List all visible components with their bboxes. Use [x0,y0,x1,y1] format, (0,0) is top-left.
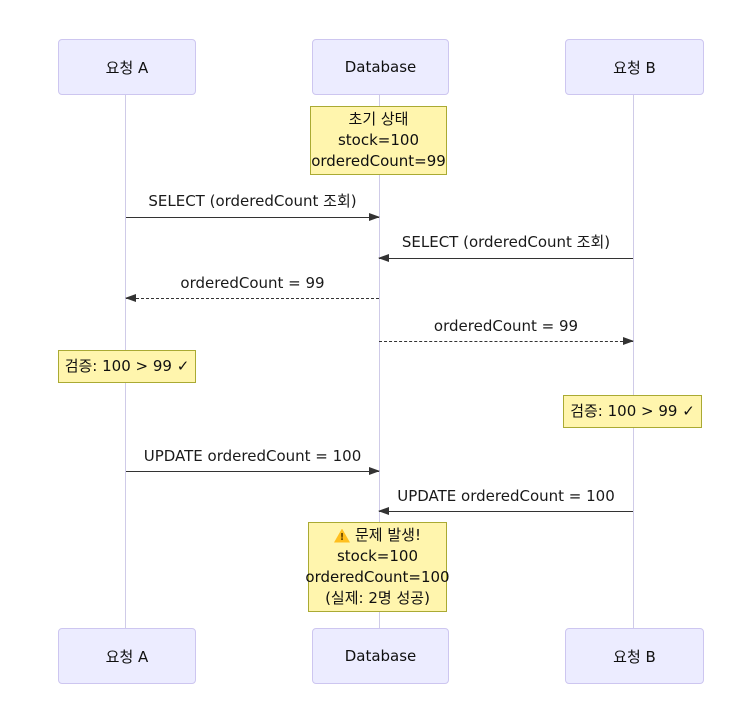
arrowhead-right-icon [369,212,380,221]
arrowhead-left-icon [125,293,136,302]
note-line: 검증: 100 > 99 ✓ [570,402,695,420]
actor-label: 요청 B [613,647,656,666]
message-line [379,341,633,342]
actor-label: 요청 A [105,647,149,666]
message-line [126,471,379,472]
note-problem: 문제 발생! stock=100 orderedCount=100 (실제: 2… [305,522,450,612]
warning-icon [334,528,350,543]
note-initial-state: 초기 상태 stock=100 orderedCount=99 [310,106,447,175]
actor-label: Database [344,647,417,665]
note-title: 문제 발생! [355,526,421,544]
note-line: (실제: 2명 성공) [325,589,430,607]
message-label: SELECT (orderedCount 조회) [401,233,611,251]
note-line: orderedCount=100 [305,568,450,586]
arrowhead-left-icon [378,253,389,262]
message-label: SELECT (orderedCount 조회) [148,192,357,210]
message-line [379,258,633,259]
actor-top-request-b: 요청 B [565,39,704,95]
arrowhead-right-icon [369,466,380,475]
message-label: UPDATE orderedCount = 100 [143,447,362,465]
actor-bottom-request-a: 요청 A [58,628,196,684]
note-line: orderedCount=99 [311,152,446,170]
note-title-row: 문제 발생! [334,525,421,546]
actor-label: 요청 B [613,58,656,77]
message-label: orderedCount = 99 [433,317,579,335]
message-label: orderedCount = 99 [180,274,325,292]
arrowhead-right-icon [623,336,634,345]
note-verify-a: 검증: 100 > 99 ✓ [58,350,196,383]
actor-bottom-database: Database [312,628,449,684]
lifeline-request-b [633,95,634,628]
actor-bottom-request-b: 요청 B [565,628,704,684]
note-line: 검증: 100 > 99 ✓ [64,357,190,375]
actor-top-request-a: 요청 A [58,39,196,95]
actor-label: Database [344,58,417,76]
message-line [126,298,379,299]
actor-top-database: Database [312,39,449,95]
note-line: stock=100 [337,131,419,149]
message-label: UPDATE orderedCount = 100 [397,487,615,505]
note-line: stock=100 [336,547,418,565]
actor-label: 요청 A [105,58,149,77]
arrowhead-left-icon [378,506,389,515]
lifeline-database [379,95,380,628]
note-line: 초기 상태 [348,110,409,128]
message-line [126,217,379,218]
message-line [379,511,633,512]
note-verify-b: 검증: 100 > 99 ✓ [563,395,702,428]
